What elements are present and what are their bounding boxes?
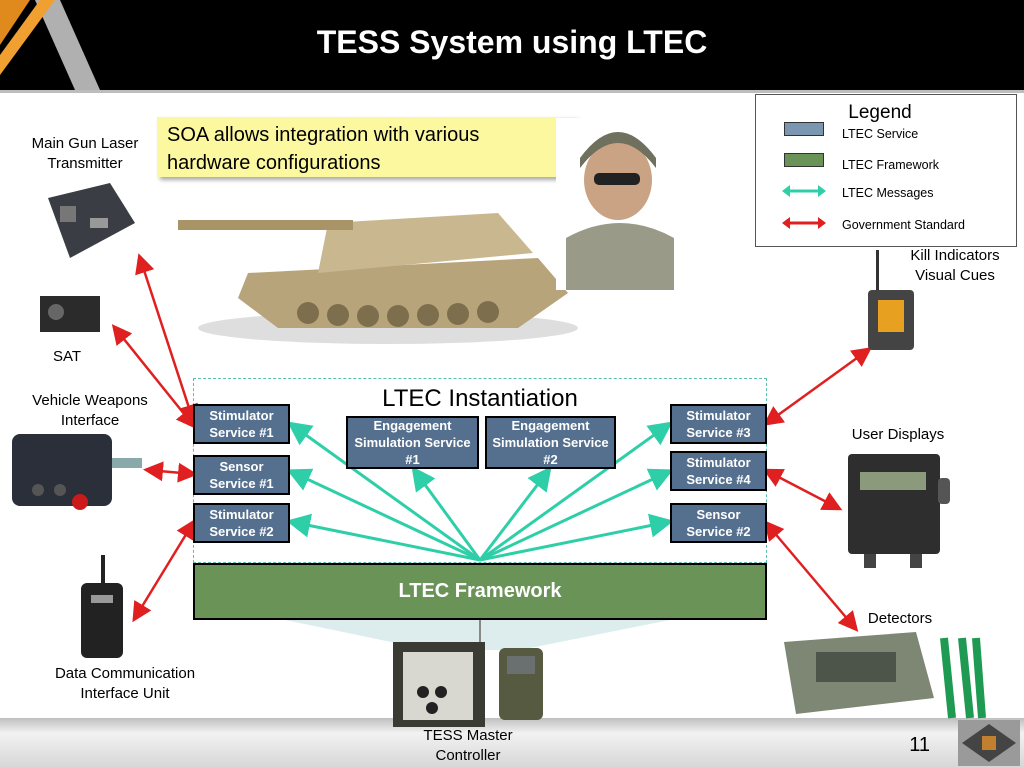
user-display-image <box>848 454 950 568</box>
government-standard-arrows <box>111 253 873 632</box>
stimulator-service-3: Stimulator Service #3 <box>670 404 767 444</box>
sensor-service-1: Sensor Service #1 <box>193 455 290 495</box>
stimulator-service-1: Stimulator Service #1 <box>193 404 290 444</box>
detectors-image <box>784 632 986 719</box>
footer-bar <box>0 718 1024 768</box>
page-title: TESS System using LTEC <box>316 24 708 60</box>
header-divider <box>0 90 1024 93</box>
kill-indicator-image <box>868 250 914 350</box>
legend-label-service: LTEC Service <box>842 127 919 141</box>
sat-label: SAT <box>52 348 82 365</box>
user-displays-label: User Displays <box>851 426 945 443</box>
legend-red-arrow-icon <box>782 217 826 229</box>
legend-swatch-service <box>784 122 824 136</box>
vehicle-weapons-label: Vehicle Weapons Interface <box>32 392 148 429</box>
header-bar <box>0 0 1024 90</box>
kill-indicators-label: Kill Indicators Visual Cues <box>910 247 1000 284</box>
soa-callout: SOA allows integration with various hard… <box>157 117 577 177</box>
dciu-image <box>81 555 123 658</box>
legend-swatch-framework <box>784 153 824 167</box>
stimulator-service-4: Stimulator Service #4 <box>670 451 767 491</box>
page-number: 11 <box>909 734 930 756</box>
engagement-simulation-service-2: Engagement Simulation Service #2 <box>485 416 616 469</box>
instantiation-title: LTEC Instantiation <box>382 385 578 412</box>
sensor-service-2: Sensor Service #2 <box>670 503 767 543</box>
dciu-label: Data Communication Interface Unit <box>54 665 196 702</box>
legend-label-standard: Government Standard <box>842 218 965 232</box>
vehicle-weapons-interface-image <box>12 434 142 510</box>
logo-icon <box>958 720 1020 766</box>
legend-box: Legend LTEC Service LTEC Framework LTEC … <box>755 94 1017 247</box>
main-gun-label: Main Gun Laser Transmitter <box>31 135 139 172</box>
header-decoration <box>0 0 100 90</box>
legend-label-framework: LTEC Framework <box>842 158 940 172</box>
legend-title: Legend <box>848 102 912 123</box>
soldier-image <box>556 118 684 290</box>
detectors-label: Detectors <box>867 610 933 627</box>
main-gun-laser-image <box>48 183 135 258</box>
legend-label-messages: LTEC Messages <box>842 186 934 200</box>
ltec-message-arrows <box>286 421 674 562</box>
master-controller-label: TESS Master Controller <box>423 727 513 764</box>
legend-teal-arrow-icon <box>782 185 826 197</box>
stimulator-service-2: Stimulator Service #2 <box>193 503 290 543</box>
engagement-simulation-service-1: Engagement Simulation Service #1 <box>346 416 479 469</box>
tank-image <box>178 213 578 344</box>
sat-image <box>40 296 100 332</box>
ltec-framework-bar: LTEC Framework <box>193 563 767 620</box>
master-controller-image <box>393 642 543 727</box>
